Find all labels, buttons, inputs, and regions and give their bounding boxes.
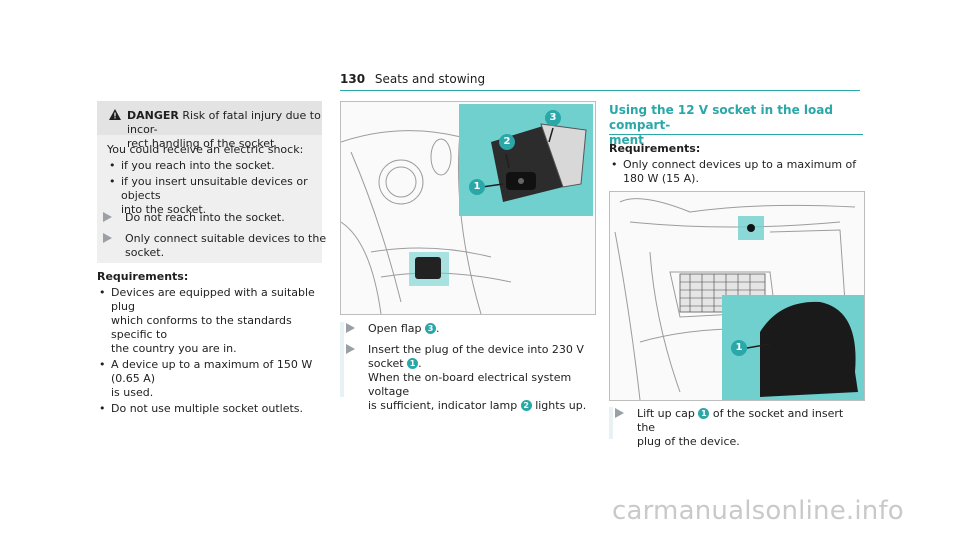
socket-figure-12v: 1	[609, 191, 865, 401]
list-item: Only connect devices up to a maximum of1…	[609, 158, 863, 186]
step-arrow-icon	[615, 408, 624, 418]
requirements-heading: Requirements:	[97, 270, 189, 283]
heading-rule	[609, 134, 863, 135]
danger-intro: You could receive an electric shock:	[107, 143, 304, 156]
callout-1: 1	[731, 340, 747, 356]
step-insert-plug: Insert the plug of the device into 230 V…	[340, 343, 594, 413]
step-arrow-icon	[103, 212, 112, 222]
danger-title: Risk of fatal injury due to incor-	[127, 109, 321, 136]
section-title: Seats and stowing	[374, 72, 486, 86]
warning-icon	[109, 109, 121, 123]
danger-title-cont: rect handling of the socket	[127, 137, 275, 150]
socket-figure-230v: 1 2 3	[340, 101, 596, 315]
list-item: if you insert unsuitable devices or obje…	[107, 175, 317, 217]
list-item: if you reach into the socket.	[107, 159, 317, 173]
danger-label: DANGER	[127, 109, 179, 122]
right-requirements: Requirements: Only connect devices up to…	[609, 142, 863, 188]
danger-box: DANGER Risk of fatal injury due to incor…	[97, 101, 326, 263]
step-arrow-icon	[103, 233, 112, 243]
watermark: carmanualsonline.info	[612, 496, 904, 526]
middle-steps: Open flap 3. Insert the plug of the devi…	[340, 322, 594, 413]
callout-3: 3	[545, 110, 561, 126]
page-number: 130	[340, 72, 366, 86]
list-item: Do not use multiple socket outlets.	[97, 402, 327, 416]
danger-header	[97, 101, 322, 135]
step-lift-cap: Lift up cap 1 of the socket and insert t…	[609, 407, 863, 449]
callout-2: 2	[499, 134, 515, 150]
page-header: 130 Seats and stowing	[340, 72, 485, 86]
interior-illustration	[341, 104, 593, 314]
left-requirements: Requirements: Devices are equipped with …	[97, 270, 327, 418]
callout-1: 1	[469, 179, 485, 195]
header-rule	[340, 90, 860, 91]
step-arrow-icon	[346, 344, 355, 354]
load-compartment-illustration	[614, 198, 864, 400]
step-open-flap: Open flap 3.	[340, 322, 594, 336]
right-step: Lift up cap 1 of the socket and insert t…	[609, 407, 863, 449]
requirements-heading: Requirements:	[609, 142, 701, 155]
section-heading-12v: Using the 12 V socket in the load compar…	[609, 103, 833, 147]
list-item: A device up to a maximum of 150 W (0.65 …	[97, 358, 327, 400]
danger-step: Do not reach into the socket.	[97, 211, 345, 225]
step-arrow-icon	[346, 323, 355, 333]
list-item: Devices are equipped with a suitable plu…	[97, 286, 327, 356]
